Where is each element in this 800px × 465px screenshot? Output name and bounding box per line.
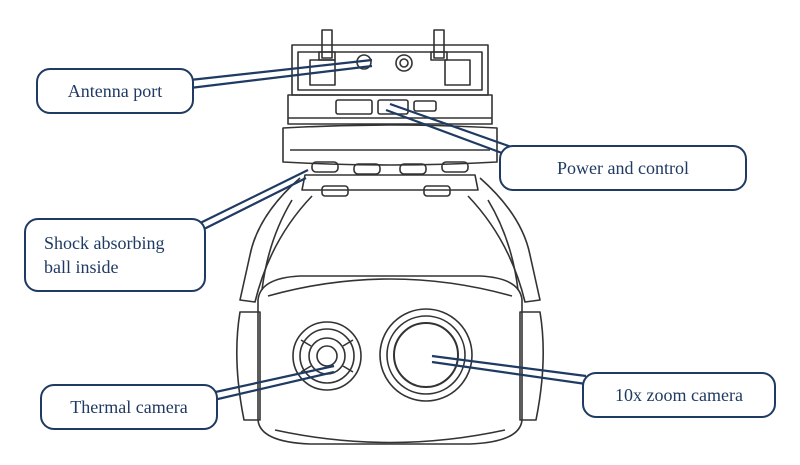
leader-antenna-port-2 [189,64,373,90]
label-antenna-port: Antenna port [36,68,194,114]
label-shock-line-1: Shock absorbing [44,232,165,253]
leader-antenna-port [189,58,373,82]
label-thermal-camera-text: Thermal camera [70,396,188,417]
thermal-lens [292,321,362,391]
connector-band [287,94,493,125]
leader-power-control-2 [385,108,511,158]
leader-shock-ball [189,169,309,229]
leader-shock-ball-2 [189,177,307,237]
leader-power-control [389,102,521,152]
damper-ring [282,124,498,175]
gimbal-yoke [239,174,541,303]
label-shock-absorbing-ball: Shock absorbing ball inside [24,218,206,292]
label-zoom-camera-text: 10x zoom camera [615,384,743,405]
top-mount-plate [291,44,489,96]
label-power-control-text: Power and control [557,157,689,178]
label-thermal-camera: Thermal camera [40,384,218,430]
label-antenna-port-text: Antenna port [67,80,163,101]
leader-zoom-2 [431,360,587,386]
label-power-control: Power and control [499,145,747,191]
camera-housing [236,275,544,445]
label-shock-line-2: ball inside [44,257,119,277]
label-zoom-camera: 10x zoom camera [582,372,776,418]
leader-zoom [431,354,587,378]
zoom-lens [379,308,473,402]
